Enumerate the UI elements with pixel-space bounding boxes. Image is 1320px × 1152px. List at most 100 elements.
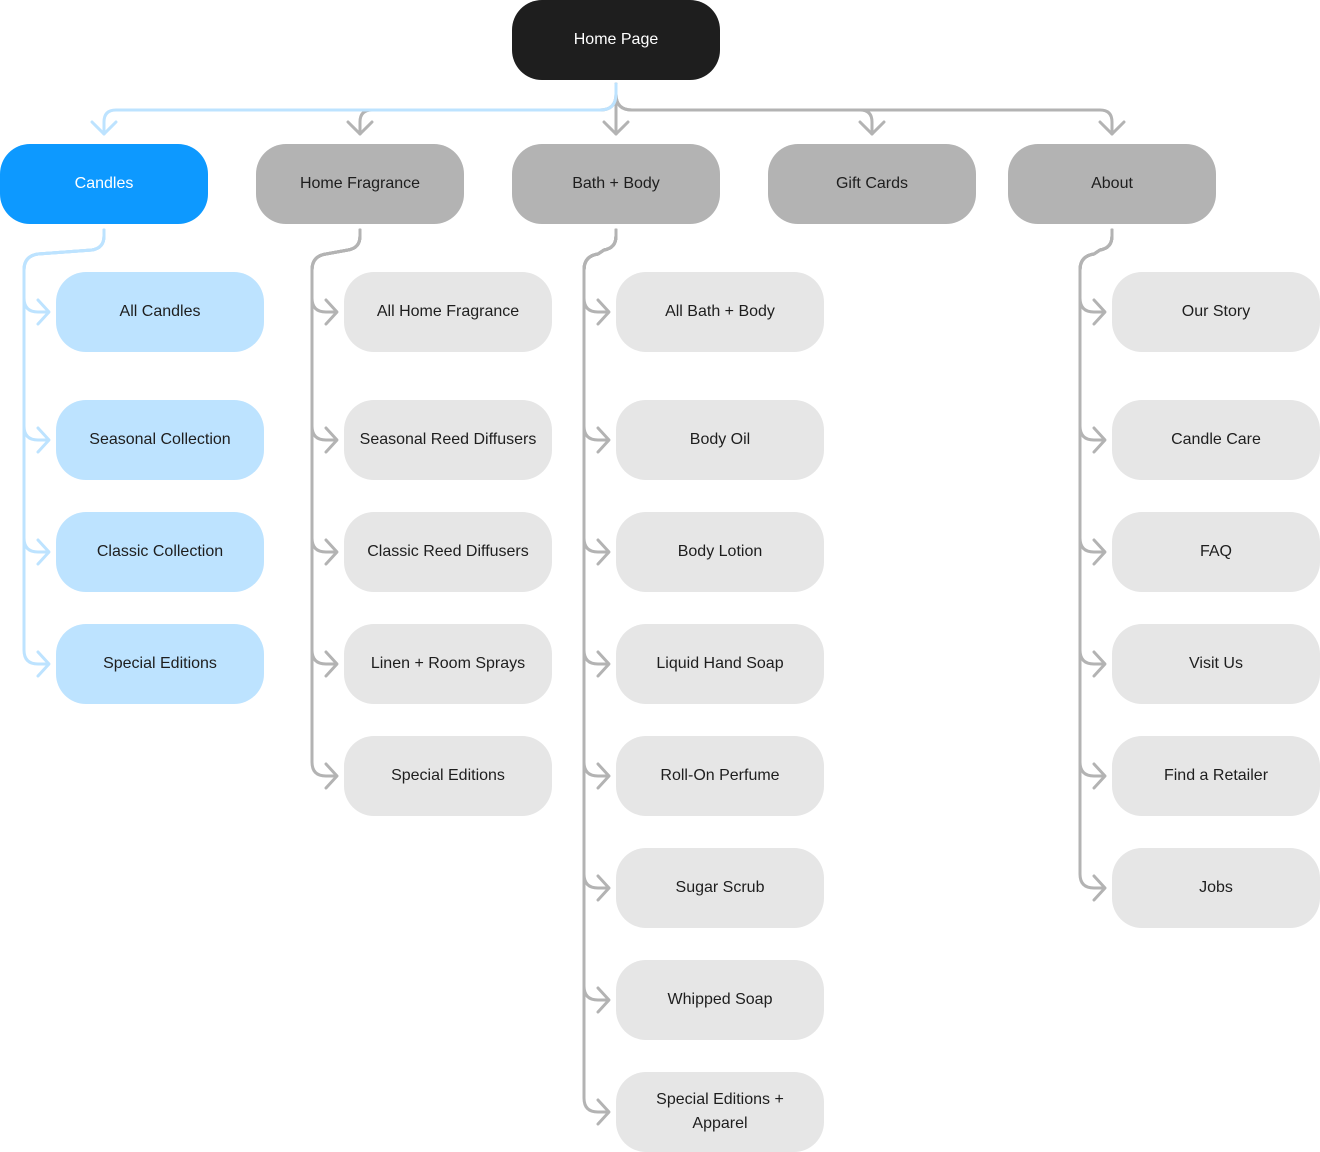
page-visit-us[interactable]: Visit Us [1112,624,1320,704]
page-label: Visit Us [1189,655,1243,672]
connector-category-to-page [582,228,618,554]
connector-category-to-page [582,228,618,314]
page-label: Body Lotion [677,543,763,560]
page-all-bath-body[interactable]: All Bath + Body [616,272,824,352]
page-jobs[interactable]: Jobs [1112,848,1320,928]
arrowhead-icon [1092,426,1107,454]
connector-category-to-page [1078,228,1114,666]
category-bath-body[interactable]: Bath + Body [512,144,720,224]
page-home-fragrance-special-editions[interactable]: Special Editions [344,736,552,816]
page-roll-on-perfume[interactable]: Roll-On Perfume [616,736,824,816]
arrowhead-icon [596,298,611,326]
arrowhead-icon [596,986,611,1014]
page-candle-care[interactable]: Candle Care [1112,400,1320,480]
connector-root-to-category [102,82,618,136]
home-page-node[interactable]: Home Page [512,0,720,80]
page-classic-reed-diffusers[interactable]: Classic Reed Diffusers [344,512,552,592]
page-label: Find a Retailer [1163,767,1269,784]
connector-category-to-page [310,228,362,554]
arrowhead-icon [596,874,611,902]
connector-category-to-page [1078,228,1114,554]
connector-category-to-page [1078,228,1114,314]
page-sugar-scrub[interactable]: Sugar Scrub [616,848,824,928]
page-body-oil[interactable]: Body Oil [616,400,824,480]
category-candles[interactable]: Candles [0,144,208,224]
page-liquid-hand-soap[interactable]: Liquid Hand Soap [616,624,824,704]
arrowhead-icon [1092,298,1107,326]
page-label: Roll-On Perfume [660,767,780,784]
category-about[interactable]: About [1008,144,1216,224]
page-label: All Home Fragrance [376,303,520,320]
arrowhead-icon [36,538,51,566]
category-label: Bath + Body [572,175,660,192]
arrowhead-icon [324,298,339,326]
page-candles-special-editions[interactable]: Special Editions [56,624,264,704]
arrowhead-icon [1092,538,1107,566]
page-whipped-soap[interactable]: Whipped Soap [616,960,824,1040]
arrowhead-icon [596,762,611,790]
connector-category-to-page [582,228,618,778]
connector-root-to-category [358,82,618,136]
arrowhead-icon [596,650,611,678]
page-linen-room-sprays[interactable]: Linen + Room Sprays [344,624,552,704]
connector-root-to-category [614,82,1114,136]
page-label: Special Editions [103,655,217,672]
page-special-editions-apparel[interactable]: Special Editions + Apparel [616,1072,824,1152]
connector-category-to-page [582,228,618,1002]
arrowhead-icon [596,426,611,454]
page-label: Classic Reed Diffusers [367,543,529,560]
page-label: Special Editions + Apparel [656,1091,784,1132]
category-label: Home Fragrance [299,175,421,192]
page-label: All Bath + Body [665,303,775,320]
arrowhead-icon [1098,120,1126,136]
arrowhead-icon [324,426,339,454]
connector-category-to-page [1078,228,1114,778]
category-label: About [1091,175,1133,192]
page-label: FAQ [1199,543,1232,560]
connector-category-to-page [1078,228,1114,890]
page-label: Our Story [1181,303,1251,320]
page-label: Seasonal Collection [89,431,231,448]
arrowhead-icon [324,762,339,790]
page-label: Sugar Scrub [675,879,765,896]
arrowhead-icon [1092,650,1107,678]
category-gift-cards[interactable]: Gift Cards [768,144,976,224]
page-label: Classic Collection [96,543,224,560]
page-seasonal-collection[interactable]: Seasonal Collection [56,400,264,480]
arrowhead-icon [90,120,118,136]
page-label: Candle Care [1171,431,1261,448]
category-home-fragrance[interactable]: Home Fragrance [256,144,464,224]
connector-root-to-category [614,82,874,136]
connector-category-to-page [582,228,618,442]
arrowhead-icon [36,426,51,454]
page-label: Whipped Soap [667,991,773,1008]
page-our-story[interactable]: Our Story [1112,272,1320,352]
page-seasonal-reed-diffusers[interactable]: Seasonal Reed Diffusers [344,400,552,480]
page-label: Liquid Hand Soap [656,655,784,672]
page-all-home-fragrance[interactable]: All Home Fragrance [344,272,552,352]
page-find-a-retailer[interactable]: Find a Retailer [1112,736,1320,816]
arrowhead-icon [36,650,51,678]
arrowhead-icon [1092,874,1107,902]
arrowhead-icon [858,120,886,136]
arrowhead-icon [596,538,611,566]
connector-category-to-page [582,228,618,890]
page-classic-collection[interactable]: Classic Collection [56,512,264,592]
page-body-lotion[interactable]: Body Lotion [616,512,824,592]
arrowhead-icon [1092,762,1107,790]
page-faq[interactable]: FAQ [1112,512,1320,592]
arrowhead-icon [324,650,339,678]
page-all-candles[interactable]: All Candles [56,272,264,352]
connector-category-to-page [1078,228,1114,442]
arrowhead-icon [346,120,374,136]
page-label: All Candles [119,303,201,320]
arrowhead-icon [596,1098,611,1126]
arrowhead-icon [602,120,630,136]
page-label: Linen + Room Sprays [370,655,526,672]
page-label: Seasonal Reed Diffusers [359,431,537,448]
category-label: Gift Cards [835,175,908,192]
connector-category-to-page [582,228,618,1114]
category-label: Candles [74,175,134,192]
arrowhead-icon [324,538,339,566]
